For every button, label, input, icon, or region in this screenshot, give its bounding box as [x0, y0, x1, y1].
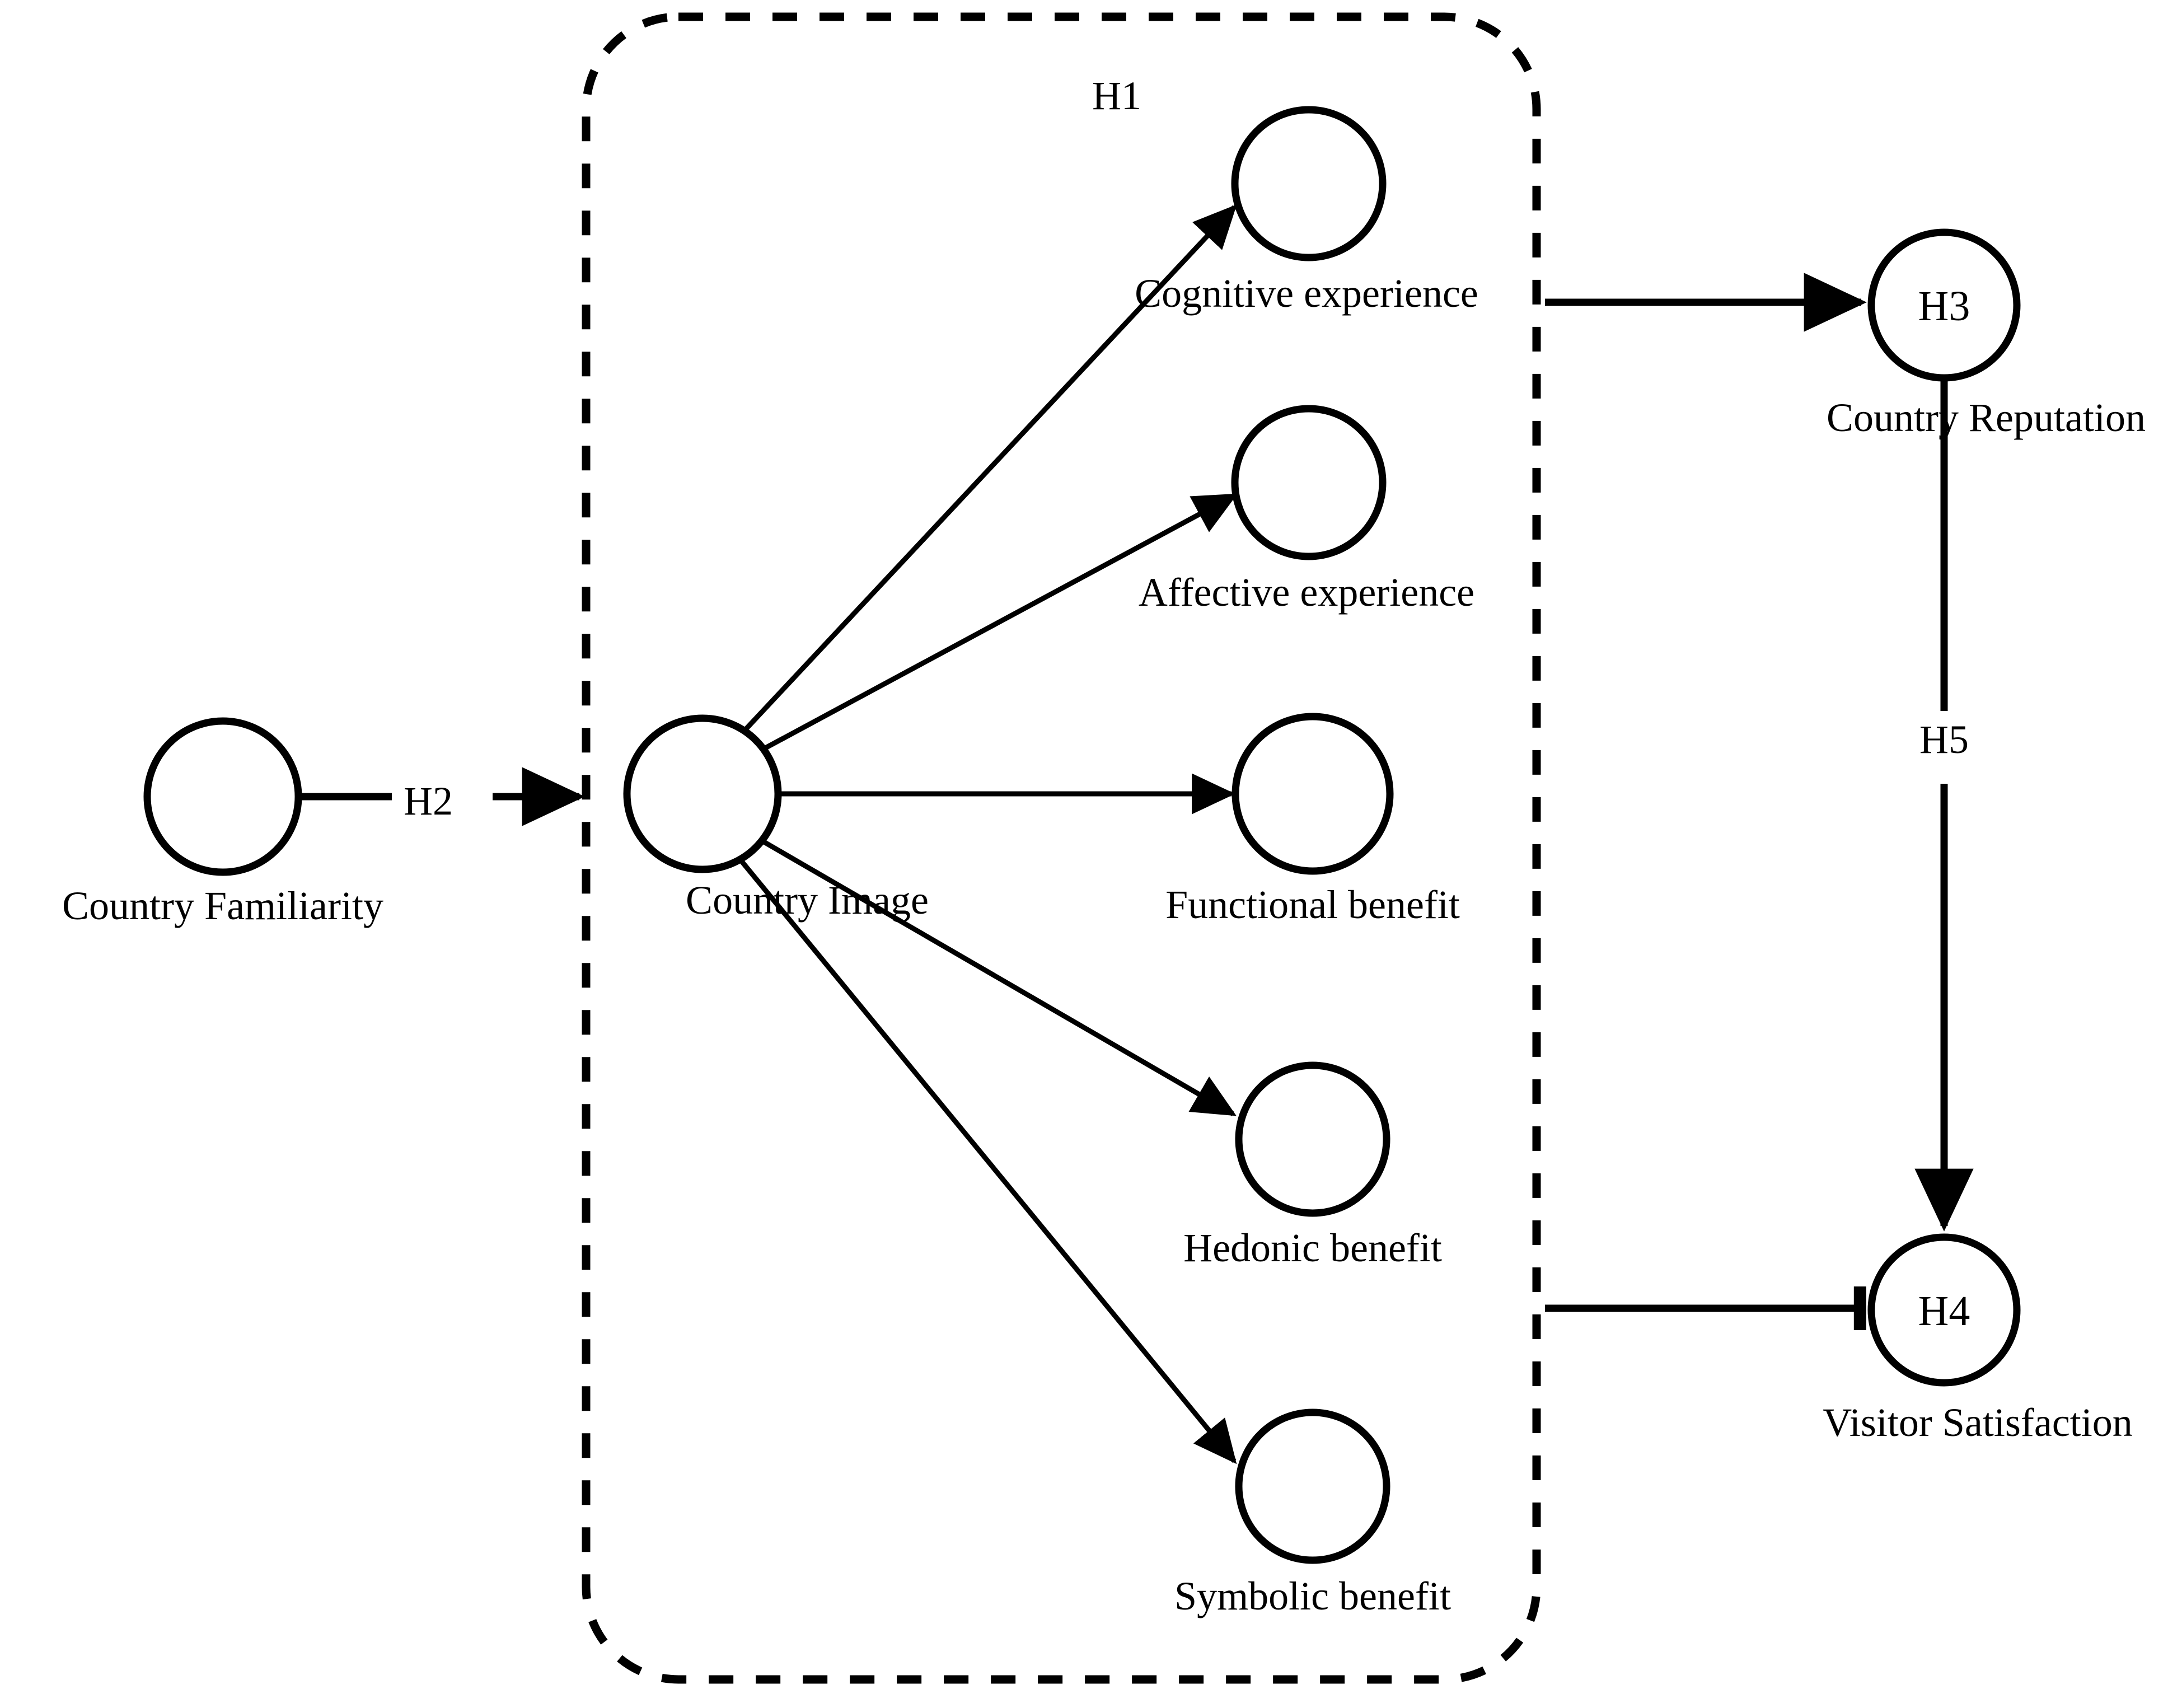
node-functional-benefit[interactable] — [1232, 713, 1394, 875]
node-visitor-satisfaction[interactable] — [1867, 1233, 2021, 1387]
node-cognitive-experience[interactable] — [1231, 106, 1387, 261]
edge-image-to-symbolic — [738, 858, 1237, 1464]
hypothesis-label-h2: H2 — [404, 779, 453, 823]
node-label-country-familiarity: Country Familiarity — [62, 883, 383, 928]
node-hedonic-benefit[interactable] — [1235, 1061, 1390, 1217]
node-label-country-reputation-inner: H3 — [1918, 283, 1970, 330]
node-symbolic-benefit[interactable] — [1235, 1408, 1390, 1564]
node-label-country-reputation: Country Reputation — [1827, 395, 2146, 440]
hypothesis-label-h5: H5 — [1919, 717, 1969, 762]
dashed-grouping-box — [582, 12, 1541, 1684]
node-label-hedonic-benefit: Hedonic benefit — [1183, 1225, 1442, 1270]
node-label-symbolic-benefit: Symbolic benefit — [1174, 1574, 1451, 1618]
node-country-reputation[interactable] — [1867, 228, 2021, 382]
node-label-affective-experience: Affective experience — [1139, 570, 1474, 615]
edge-image-to-affective — [760, 493, 1238, 752]
node-label-visitor-satisfaction-inner: H4 — [1918, 1288, 1970, 1335]
node-label-cognitive-experience: Cognitive experience — [1135, 271, 1478, 316]
edge-image-to-cognitive — [742, 204, 1237, 733]
hypothesis-label-h1: H1 — [1092, 73, 1141, 118]
node-affective-experience[interactable] — [1231, 405, 1387, 560]
node-label-country-image: Country Image — [686, 878, 929, 923]
node-country-image[interactable] — [623, 714, 782, 873]
node-label-functional-benefit: Functional benefit — [1165, 882, 1460, 927]
node-country-familiarity[interactable] — [143, 717, 302, 876]
edge-image-to-hedonic — [758, 837, 1237, 1116]
node-label-visitor-satisfaction: Visitor Satisfaction — [1823, 1400, 2133, 1445]
